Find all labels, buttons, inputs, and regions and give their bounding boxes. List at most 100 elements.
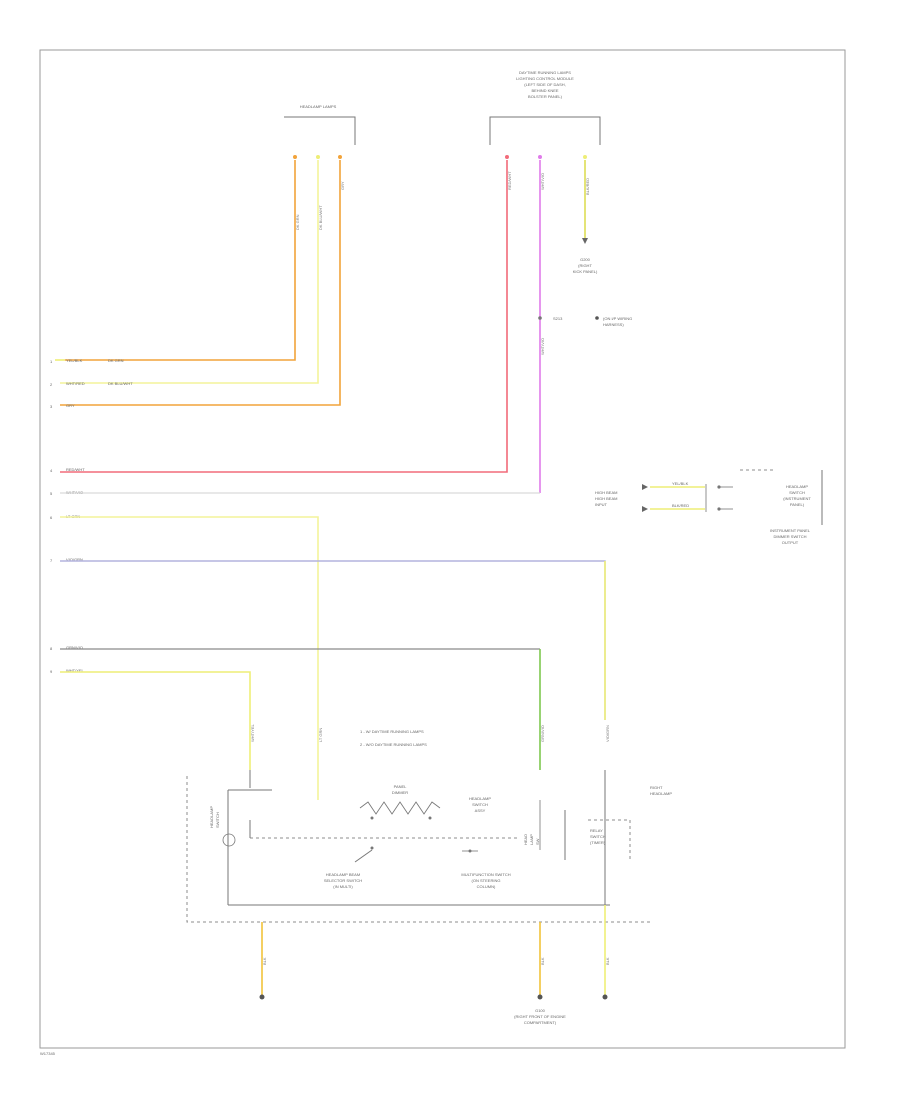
svg-text:BLK: BLK xyxy=(605,957,610,965)
svg-text:(RIGHT FRONT OF ENGINE: (RIGHT FRONT OF ENGINE xyxy=(514,1014,566,1019)
svg-text:GRN/VIO: GRN/VIO xyxy=(66,645,83,650)
svg-text:(LEFT SIDE OF DASH,: (LEFT SIDE OF DASH, xyxy=(524,82,566,87)
svg-text:HEADLAMP BEAM: HEADLAMP BEAM xyxy=(326,872,360,877)
svg-text:OUTPUT: OUTPUT xyxy=(782,540,799,545)
svg-text:LIGHTING CONTROL MODULE: LIGHTING CONTROL MODULE xyxy=(516,76,574,81)
svg-text:DIMMER SWITCH: DIMMER SWITCH xyxy=(773,534,806,539)
wire-lt-grn xyxy=(60,516,319,800)
svg-text:RELAY: RELAY xyxy=(590,828,603,833)
svg-text:RED/WHT: RED/WHT xyxy=(507,171,512,190)
svg-text:9: 9 xyxy=(50,669,53,674)
diagram-frame xyxy=(39,49,846,1049)
svg-text:4: 4 xyxy=(50,468,53,473)
pin-icon xyxy=(583,155,587,159)
ground-icon xyxy=(602,994,608,1000)
pin-icon xyxy=(316,155,320,159)
svg-text:G100: G100 xyxy=(535,1008,546,1013)
svg-text:HIGH BEAM: HIGH BEAM xyxy=(595,496,617,501)
ground-arrow-icon xyxy=(582,238,588,244)
svg-text:DK BLU/WHT: DK BLU/WHT xyxy=(108,381,133,386)
svg-text:WHT/VIO: WHT/VIO xyxy=(540,338,545,355)
svg-text:BLK/RED: BLK/RED xyxy=(585,178,590,195)
legend: 1 - W/ DAYTIME RUNNING LAMPS 2 - W/O DAY… xyxy=(360,729,427,747)
pin-icon xyxy=(505,155,509,159)
pin-icon xyxy=(538,155,542,159)
svg-text:SWITCH: SWITCH xyxy=(789,490,805,495)
right-module: HEADLAMP SWITCH (INSTRUMENT PANEL) INSTR… xyxy=(770,484,811,545)
svg-text:VIO/GRN: VIO/GRN xyxy=(66,557,83,562)
svg-text:3: 3 xyxy=(50,404,53,409)
multifunction-switch: PANEL DIMMER HEADLAMP SWITCH ASSY HEADLA… xyxy=(186,770,650,923)
svg-text:LAMP: LAMP xyxy=(529,834,534,845)
svg-text:(RIGHT: (RIGHT xyxy=(578,263,592,268)
splice-dot-icon xyxy=(538,316,542,320)
svg-text:HEADLAMP: HEADLAMP xyxy=(650,791,672,796)
lamp-icon xyxy=(222,833,236,847)
svg-text:ASSY: ASSY xyxy=(475,808,486,813)
svg-text:1 - W/ DAYTIME RUNNING LAMPS: 1 - W/ DAYTIME RUNNING LAMPS xyxy=(360,729,424,734)
svg-text:(TIMER): (TIMER) xyxy=(590,840,606,845)
footer-code: W17345 xyxy=(40,1051,56,1056)
svg-text:G200: G200 xyxy=(580,257,591,262)
svg-text:BOLSTER PANEL): BOLSTER PANEL) xyxy=(528,94,563,99)
svg-text:8: 8 xyxy=(50,646,53,651)
svg-text:5: 5 xyxy=(50,491,53,496)
svg-text:WHT/VIO: WHT/VIO xyxy=(540,173,545,190)
resistor-icon xyxy=(359,801,441,815)
svg-text:COMPARTMENT): COMPARTMENT) xyxy=(524,1020,557,1025)
splice-s213: S213 (ON I/P WIRING HARNESS) xyxy=(538,316,632,327)
top-left-connector: HEADLAMP LAMPS xyxy=(284,104,356,159)
wire-wht-yel xyxy=(60,671,251,770)
wire-gry xyxy=(60,160,341,406)
svg-text:S213: S213 xyxy=(553,316,563,321)
svg-text:YEL/BLK: YEL/BLK xyxy=(672,481,689,486)
top-left-connector-label: HEADLAMP LAMPS xyxy=(300,104,337,109)
switch-contact-icon xyxy=(354,849,373,863)
svg-text:(INSTRUMENT: (INSTRUMENT xyxy=(783,496,811,501)
svg-text:2 - W/O DAYTIME RUNNING LAMPS: 2 - W/O DAYTIME RUNNING LAMPS xyxy=(360,742,427,747)
svg-text:DK GRN: DK GRN xyxy=(108,358,124,363)
wire-vio-grn xyxy=(60,560,606,720)
svg-text:WHT/RED: WHT/RED xyxy=(66,381,85,386)
splice-ref-dot-icon xyxy=(595,316,599,320)
ground-g100: G100 (RIGHT FRONT OF ENGINE COMPARTMENT) xyxy=(514,1008,566,1025)
svg-text:COLUMN): COLUMN) xyxy=(477,884,496,889)
svg-text:(ON STEERING: (ON STEERING xyxy=(472,878,501,883)
svg-text:WHT/YEL: WHT/YEL xyxy=(250,723,255,742)
ground-icon xyxy=(537,994,543,1000)
svg-text:WHT/YEL: WHT/YEL xyxy=(66,668,85,673)
ground-g200: G200 (RIGHT KICK PANEL) xyxy=(573,257,598,274)
svg-text:BEHIND KNEE: BEHIND KNEE xyxy=(531,88,558,93)
wire-wht-red xyxy=(60,160,319,384)
svg-text:HEADLAMP: HEADLAMP xyxy=(469,796,491,801)
svg-text:HARNESS): HARNESS) xyxy=(603,322,624,327)
svg-text:PANEL: PANEL xyxy=(394,784,408,789)
wire-red-wht xyxy=(60,160,508,473)
svg-text:DK BLU/WHT: DK BLU/WHT xyxy=(318,205,323,230)
svg-text:PANEL): PANEL) xyxy=(790,502,805,507)
svg-text:INPUT: INPUT xyxy=(595,502,608,507)
svg-text:GRN/VIO: GRN/VIO xyxy=(540,725,545,742)
svg-text:HEADLAMP: HEADLAMP xyxy=(209,806,214,828)
svg-text:SWITCH: SWITCH xyxy=(472,802,488,807)
wire-yel-blk xyxy=(65,160,296,361)
svg-text:SW: SW xyxy=(535,838,540,845)
svg-text:2: 2 xyxy=(50,382,53,387)
svg-text:YEL/BLK: YEL/BLK xyxy=(66,358,83,363)
pin-icon xyxy=(338,155,342,159)
svg-text:HIGH BEAM: HIGH BEAM xyxy=(595,490,617,495)
svg-text:(ON I/P WIRING: (ON I/P WIRING xyxy=(603,316,632,321)
svg-text:BLK: BLK xyxy=(262,957,267,965)
svg-text:MULTIFUNCTION SWITCH: MULTIFUNCTION SWITCH xyxy=(461,872,510,877)
svg-text:SWITCH: SWITCH xyxy=(215,812,220,828)
svg-text:DIMMER: DIMMER xyxy=(392,790,408,795)
svg-text:SELECTOR SWITCH: SELECTOR SWITCH xyxy=(324,878,362,883)
svg-text:LT GRN: LT GRN xyxy=(318,728,323,742)
svg-text:HEADLAMP: HEADLAMP xyxy=(786,484,808,489)
svg-text:KICK PANEL): KICK PANEL) xyxy=(573,269,598,274)
svg-text:6: 6 xyxy=(50,515,53,520)
svg-text:DAYTIME RUNNING LAMPS: DAYTIME RUNNING LAMPS xyxy=(519,70,571,75)
ground-icon xyxy=(259,994,265,1000)
svg-text:BLK/RED: BLK/RED xyxy=(672,503,689,508)
